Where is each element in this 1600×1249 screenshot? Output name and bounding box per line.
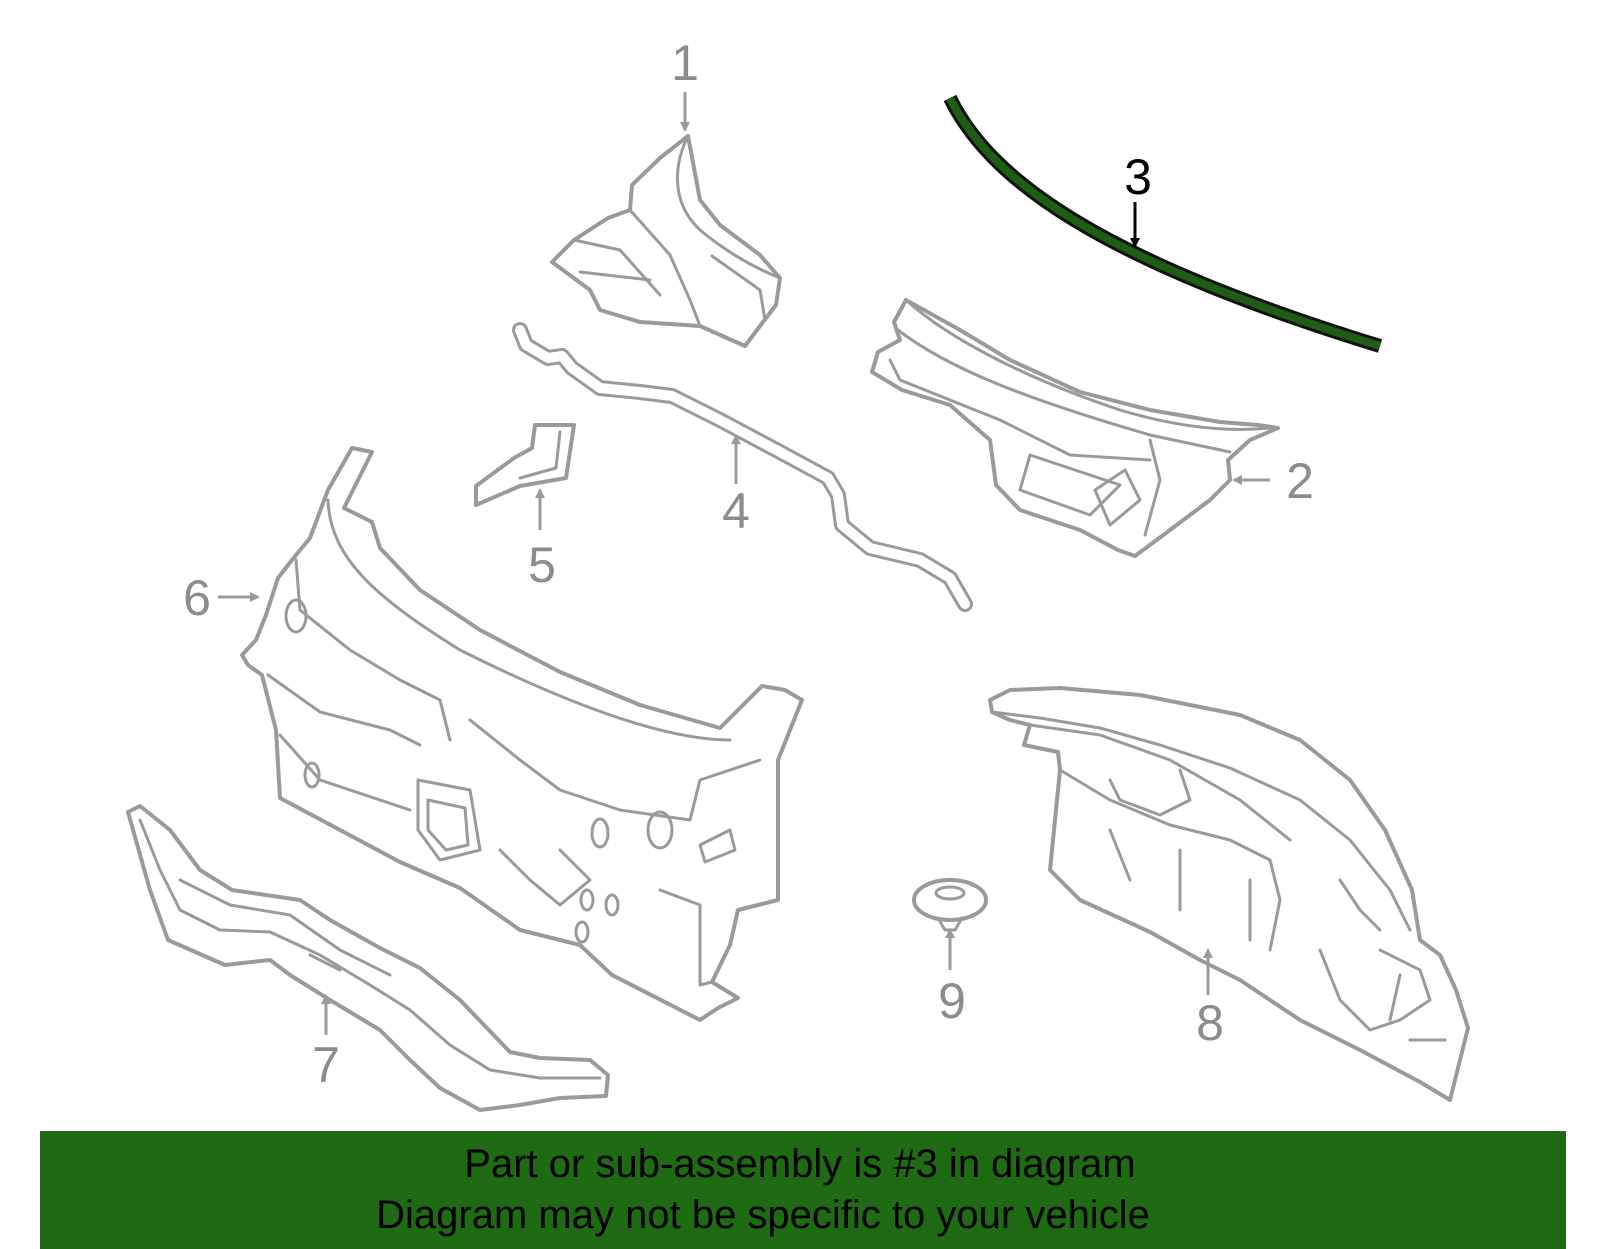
callout-9: 9 bbox=[938, 973, 966, 1029]
callout-2: 2 bbox=[1286, 453, 1314, 509]
callout-1: 1 bbox=[671, 35, 699, 91]
part-8-drawing bbox=[988, 686, 1470, 1102]
part-4-drawing bbox=[512, 322, 973, 612]
callout-leaders bbox=[218, 92, 1270, 1035]
banner-line-disclaimer: Diagram may not be specific to your vehi… bbox=[376, 1193, 1150, 1237]
callout-5: 5 bbox=[528, 537, 556, 593]
banner-line-part: Part or sub-assembly is #3 in diagram bbox=[464, 1142, 1136, 1186]
callout-6: 6 bbox=[183, 570, 211, 626]
callout-4: 4 bbox=[722, 483, 750, 539]
callout-8: 8 bbox=[1196, 995, 1224, 1051]
part-5-drawing bbox=[474, 423, 576, 507]
part-6-drawing bbox=[240, 446, 804, 1022]
callout-3: 3 bbox=[1124, 149, 1152, 205]
part-9-drawing bbox=[912, 878, 988, 932]
info-banner: Part or sub-assembly is #3 in diagram Di… bbox=[40, 1131, 1566, 1249]
callout-7: 7 bbox=[312, 1037, 340, 1093]
part-2-drawing bbox=[870, 298, 1280, 558]
part-3-drawing bbox=[943, 94, 1383, 353]
part-7-drawing bbox=[126, 804, 610, 1112]
part-1-drawing bbox=[550, 134, 782, 348]
